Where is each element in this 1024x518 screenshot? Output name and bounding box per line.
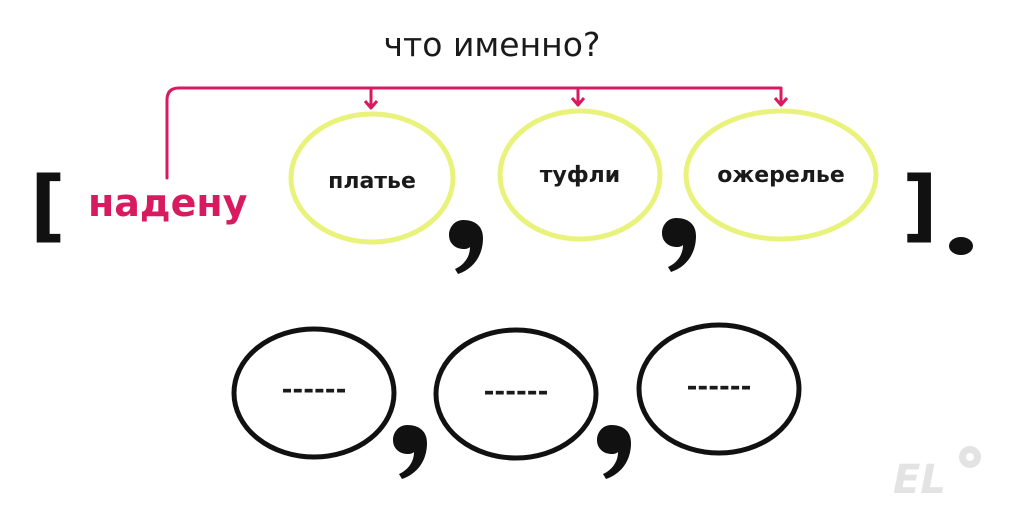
placeholder-oval-1: ------ — [231, 326, 397, 460]
verb-word: надену — [88, 181, 248, 225]
arrow-connector-line — [165, 86, 783, 180]
comma-mark — [662, 218, 696, 272]
placeholder-oval-3: ------ — [636, 322, 802, 456]
question-label: что именно? — [384, 25, 601, 64]
placeholder-oval-2: ------ — [433, 327, 599, 461]
comma-mark — [449, 220, 483, 274]
object-oval-1: платье — [288, 111, 456, 245]
placeholder-dashes-1: ------ — [282, 375, 347, 405]
placeholder-dashes-2: ------ — [484, 377, 549, 407]
question-arrows — [165, 86, 789, 180]
period-mark — [949, 237, 973, 255]
logo-watermark: EL — [893, 446, 981, 503]
arrow-head-1 — [363, 88, 379, 110]
arrow-head-3 — [773, 88, 789, 107]
logo-text: EL — [893, 457, 946, 503]
open-bracket: [ — [30, 161, 66, 251]
comma-mark — [597, 425, 631, 479]
placeholder-dashes-3: ------ — [687, 372, 752, 402]
object-label-3: ожерелье — [717, 163, 845, 188]
object-oval-3: ожерелье — [683, 108, 879, 242]
object-label-2: туфли — [540, 163, 620, 188]
arrow-head-2 — [570, 88, 586, 107]
close-bracket: ] — [902, 161, 938, 251]
object-label-1: платье — [328, 169, 416, 194]
object-oval-2: туфли — [497, 108, 663, 242]
comma-mark — [393, 425, 427, 479]
